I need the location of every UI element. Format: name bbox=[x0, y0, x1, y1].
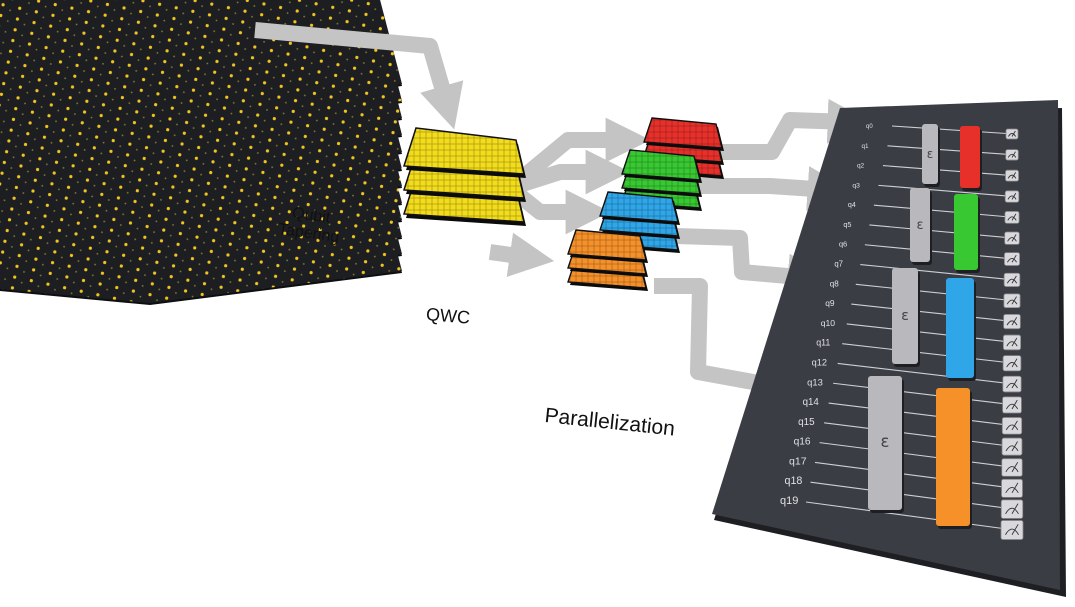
measurement-icon bbox=[1002, 355, 1022, 372]
qubit-label: q10 bbox=[821, 318, 836, 328]
qubit-wire bbox=[842, 343, 1015, 364]
qubit-label: q0 bbox=[866, 124, 873, 130]
measurement-icon bbox=[1003, 293, 1021, 309]
measurement-icon bbox=[1004, 211, 1020, 224]
gate-symbol: ε bbox=[881, 432, 890, 451]
gate-symbol: ε bbox=[916, 218, 923, 233]
measurement-icon bbox=[1005, 169, 1019, 182]
measurement-icon bbox=[1001, 458, 1023, 477]
measurement-icon bbox=[1003, 314, 1021, 330]
qubit-wire bbox=[833, 382, 1015, 406]
qubit-wire bbox=[824, 422, 1015, 448]
measurement-icon bbox=[1002, 396, 1022, 414]
orange-gate-block bbox=[936, 388, 970, 526]
measurement-icon bbox=[1004, 252, 1020, 266]
gate-symbol: ε bbox=[927, 147, 934, 161]
red-gate-block bbox=[960, 126, 980, 188]
measurements bbox=[1000, 128, 1024, 540]
qubit-wire bbox=[828, 402, 1015, 427]
measurement-icon bbox=[1003, 272, 1021, 287]
qubit-label: q2 bbox=[857, 163, 865, 170]
qubit-labels: q0 q1 q2 q3 q4 q5 q6 q7 q8 q9 q10 q11 q12 q13 q14 q15 q1… bbox=[780, 124, 873, 507]
qubit-wire bbox=[873, 204, 1015, 218]
qubit-label: q17 bbox=[789, 455, 807, 467]
qubit-label: q18 bbox=[785, 475, 803, 487]
arrow-blue-to-board bbox=[675, 228, 833, 299]
arrow-orange-to-board bbox=[654, 278, 809, 407]
qwc-group-orange bbox=[567, 229, 648, 291]
arrow-to-tapering bbox=[254, 22, 464, 130]
qubit-label: q19 bbox=[780, 495, 798, 507]
qubit-label: q7 bbox=[834, 260, 843, 269]
qwc-group-blue bbox=[599, 191, 680, 253]
hamiltonian-layer bbox=[0, 179, 402, 303]
qwc-label: QWC bbox=[425, 304, 471, 328]
gate-symbol: ε bbox=[901, 308, 909, 324]
qubit-wire bbox=[864, 244, 1015, 260]
qubit-wire bbox=[851, 303, 1015, 323]
measurement-icon bbox=[1005, 149, 1019, 161]
tapered-stack bbox=[402, 127, 526, 226]
measurement-icon bbox=[1001, 417, 1023, 435]
qubit-wire bbox=[869, 224, 1015, 239]
qubit-label: q13 bbox=[807, 376, 823, 387]
grey-gate-block bbox=[892, 268, 918, 364]
qubit-label: q12 bbox=[812, 357, 827, 367]
blue-gate-block bbox=[946, 278, 974, 378]
qubit-label: q8 bbox=[830, 279, 840, 288]
qubit-wire bbox=[860, 263, 1015, 281]
green-gate-block bbox=[954, 194, 978, 270]
qubit-wire bbox=[805, 501, 1015, 531]
arrow-to-red bbox=[504, 117, 651, 195]
measurement-icon bbox=[1002, 375, 1022, 393]
qwc-groups bbox=[567, 117, 724, 291]
qubit-label: q14 bbox=[803, 397, 820, 408]
qubit-label: q11 bbox=[816, 338, 830, 348]
hamiltonian-stack bbox=[0, 0, 402, 305]
measurement-icon bbox=[1005, 128, 1019, 140]
circuit-board: q0 q1 q2 q3 q4 q5 q6 q7 q8 q9 q10 q11 q12 q13 q14 q15 q1… bbox=[712, 100, 1066, 597]
gate-blocks: ε ε ε ε bbox=[868, 124, 982, 529]
measurement-icon bbox=[1000, 499, 1024, 519]
arrow-to-orange bbox=[488, 232, 555, 278]
qubit-wire bbox=[846, 323, 1015, 343]
qubit-label: q5 bbox=[843, 220, 851, 229]
qubit-label: q4 bbox=[848, 201, 856, 209]
arrow-red-to-board bbox=[718, 98, 873, 160]
arrow-to-green bbox=[507, 149, 631, 196]
grey-gate-block bbox=[922, 124, 938, 184]
qubit-wire bbox=[878, 184, 1015, 198]
measurement-icon bbox=[1001, 437, 1023, 456]
measurement-icon bbox=[1001, 478, 1023, 498]
qubit-wire bbox=[855, 283, 1015, 302]
measurement-icon bbox=[1004, 231, 1020, 245]
qubit-label: q16 bbox=[794, 437, 811, 448]
measurement-icon bbox=[1002, 334, 1022, 351]
qubit-wire bbox=[882, 165, 1015, 177]
flow-arrows bbox=[254, 22, 873, 407]
qubit-wire bbox=[819, 442, 1015, 469]
qubit-wire bbox=[810, 481, 1015, 510]
arrow-green-to-board bbox=[690, 166, 853, 211]
qubit-wires bbox=[805, 125, 1015, 531]
qubit-wire bbox=[837, 362, 1015, 385]
grey-gate-block bbox=[868, 376, 902, 510]
grey-gate-block bbox=[910, 188, 930, 262]
qubit-label: q15 bbox=[798, 417, 815, 428]
qubit-wire bbox=[891, 125, 1015, 135]
qubit-label: q3 bbox=[852, 182, 860, 189]
qubit-label: q9 bbox=[825, 298, 835, 308]
measurement-icon bbox=[1000, 520, 1024, 540]
qubit-label: q1 bbox=[861, 143, 869, 150]
qubit-label: q6 bbox=[839, 240, 847, 249]
measurement-icon bbox=[1004, 190, 1020, 203]
qubit-wire bbox=[887, 145, 1015, 156]
qubit-wire bbox=[814, 461, 1015, 489]
